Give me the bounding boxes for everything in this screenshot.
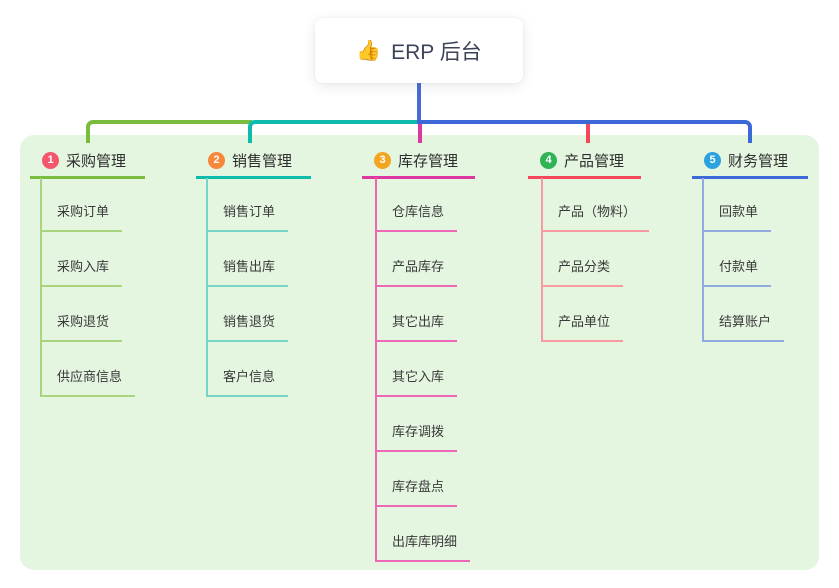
sub-item-采购入库[interactable]: 采购入库	[40, 257, 123, 287]
root-node[interactable]: 👍 ERP 后台	[315, 18, 523, 83]
branch-label: 财务管理	[728, 152, 789, 170]
branch-number-badge: 3	[374, 151, 391, 169]
sub-item-出库库明细[interactable]: 出库库明细	[375, 532, 471, 562]
branch-node-5[interactable]: 5 财务管理	[692, 150, 808, 179]
sub-item-采购订单[interactable]: 采购订单	[40, 202, 123, 232]
sub-item-销售订单[interactable]: 销售订单	[206, 202, 289, 232]
root-connector-line	[417, 83, 421, 121]
sub-item-其它入库[interactable]: 其它入库	[375, 367, 458, 397]
sub-item-结算账户[interactable]: 结算账户	[702, 312, 785, 342]
branch-label: 采购管理	[66, 152, 127, 170]
branch-node-4[interactable]: 4 产品管理	[528, 150, 641, 179]
root-node-label: ERP 后台	[391, 40, 482, 64]
branch-items-rail	[375, 178, 377, 562]
sub-item-产品（物料）[interactable]: 产品（物料）	[541, 202, 650, 232]
branch-node-2[interactable]: 2 销售管理	[196, 150, 311, 179]
sub-item-供应商信息[interactable]: 供应商信息	[40, 367, 136, 397]
thumbs-up-icon: 👍	[356, 40, 382, 62]
branch-2-connector-line	[248, 120, 419, 143]
branch-5-connector-line	[417, 120, 752, 143]
branch-label: 销售管理	[232, 152, 293, 170]
sub-item-其它出库[interactable]: 其它出库	[375, 312, 458, 342]
branch-node-1[interactable]: 1 采购管理	[30, 150, 145, 179]
branch-label: 库存管理	[398, 152, 459, 170]
branch-node-3[interactable]: 3 库存管理	[362, 150, 475, 179]
branch-3-connector-line	[418, 121, 422, 143]
branch-items-rail	[702, 178, 704, 342]
sub-item-采购退货[interactable]: 采购退货	[40, 312, 123, 342]
branch-items-rail	[541, 178, 543, 342]
sub-item-仓库信息[interactable]: 仓库信息	[375, 202, 458, 232]
sub-item-产品分类[interactable]: 产品分类	[541, 257, 624, 287]
branch-number-badge: 4	[540, 151, 557, 169]
branch-number-badge: 2	[208, 151, 225, 169]
branch-number-badge: 1	[42, 151, 59, 169]
sub-item-产品单位[interactable]: 产品单位	[541, 312, 624, 342]
branches-panel	[20, 135, 819, 570]
sub-item-库存盘点[interactable]: 库存盘点	[375, 477, 458, 507]
branch-number-badge: 5	[704, 151, 721, 169]
sub-item-付款单[interactable]: 付款单	[702, 257, 772, 287]
branch-1-connector-line	[86, 120, 252, 143]
sub-item-销售退货[interactable]: 销售退货	[206, 312, 289, 342]
branch-items-rail	[206, 178, 208, 397]
branch-label: 产品管理	[564, 152, 625, 170]
sub-item-回款单[interactable]: 回款单	[702, 202, 772, 232]
sub-item-销售出库[interactable]: 销售出库	[206, 257, 289, 287]
branch-items-rail	[40, 178, 42, 397]
sub-item-产品库存[interactable]: 产品库存	[375, 257, 458, 287]
sub-item-客户信息[interactable]: 客户信息	[206, 367, 289, 397]
branch-4-connector-line	[586, 121, 590, 143]
sub-item-库存调拨[interactable]: 库存调拨	[375, 422, 458, 452]
